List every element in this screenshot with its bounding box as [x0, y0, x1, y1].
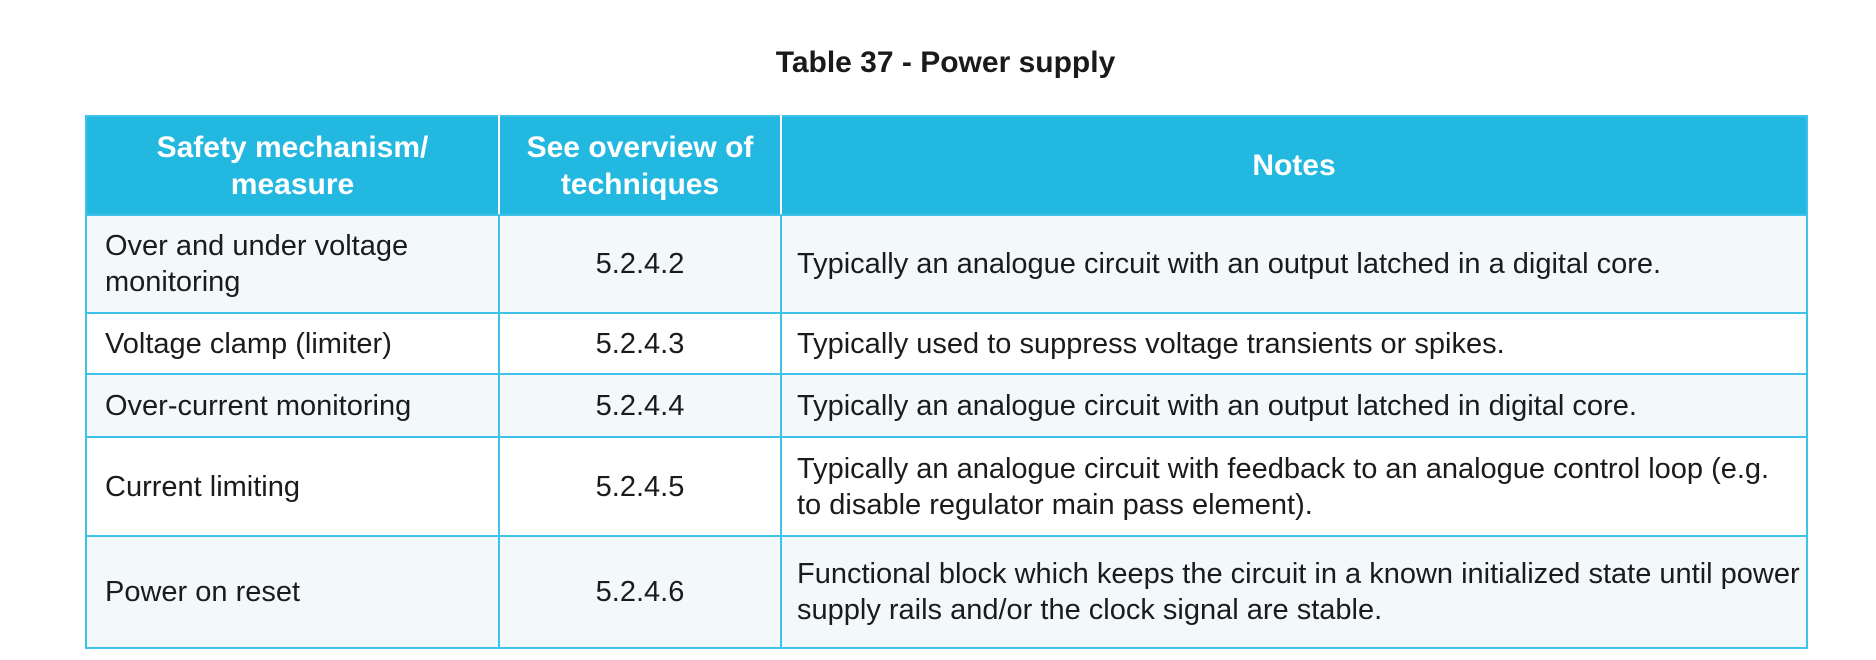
table-row: Power on reset 5.2.4.6 Functional block … — [85, 535, 1808, 649]
table-caption-wrap: Table 37 - Power supply — [85, 44, 1806, 82]
column-header-notes: Notes — [780, 116, 1807, 216]
cell-technique: 5.2.4.2 — [498, 214, 782, 314]
header-line: techniques — [560, 167, 720, 201]
cell-mechanism: Over-current monitoring — [85, 373, 500, 438]
header-line: measure — [230, 167, 355, 201]
cell-notes: Typically an analogue circuit with an ou… — [780, 373, 1808, 438]
cell-notes: Functional block which keeps the circuit… — [780, 535, 1808, 649]
table-body: Over and under voltage monitoring 5.2.4.… — [85, 214, 1808, 649]
power-supply-table: Safety mechanism/ measure See overview o… — [85, 115, 1808, 649]
cell-technique: 5.2.4.4 — [498, 373, 782, 438]
column-header-see-overview: See overview of techniques — [498, 116, 781, 216]
header-line: Safety mechanism/ — [156, 130, 429, 164]
cell-notes: Typically an analogue circuit with an ou… — [780, 214, 1808, 314]
header-line: See overview of — [526, 130, 754, 164]
table-row: Current limiting 5.2.4.5 Typically an an… — [85, 436, 1808, 537]
cell-mechanism: Power on reset — [85, 535, 500, 649]
cell-mechanism: Current limiting — [85, 436, 500, 537]
cell-mechanism: Voltage clamp (limiter) — [85, 312, 500, 375]
column-header-safety-mechanism: Safety mechanism/ measure — [85, 116, 499, 216]
cell-technique: 5.2.4.3 — [498, 312, 782, 375]
cell-notes: Typically an analogue circuit with feedb… — [780, 436, 1808, 537]
cell-notes: Typically used to suppress voltage trans… — [780, 312, 1808, 375]
document-page: Table 37 - Power supply Safety mechanism… — [0, 44, 1876, 660]
cell-technique: 5.2.4.5 — [498, 436, 782, 537]
cell-technique: 5.2.4.6 — [498, 535, 782, 649]
header-line: Notes — [1252, 149, 1336, 182]
table-row: Over-current monitoring 5.2.4.4 Typicall… — [85, 373, 1808, 438]
table-caption: Table 37 - Power supply — [775, 46, 1116, 79]
cell-mechanism: Over and under voltage monitoring — [85, 214, 500, 314]
table-row: Voltage clamp (limiter) 5.2.4.3 Typicall… — [85, 312, 1808, 375]
table-header-row: Safety mechanism/ measure See overview o… — [85, 116, 1807, 216]
table-row: Over and under voltage monitoring 5.2.4.… — [85, 214, 1808, 314]
table-header: Safety mechanism/ measure See overview o… — [85, 116, 1807, 216]
